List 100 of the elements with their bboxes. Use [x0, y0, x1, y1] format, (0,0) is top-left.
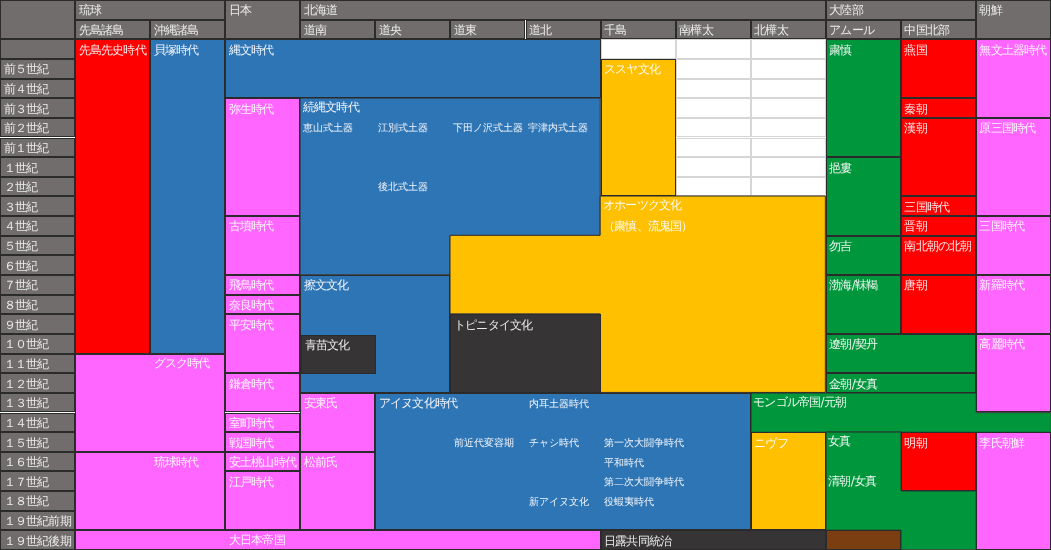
period-label: 女真 [828, 433, 851, 448]
row-header [0, 510, 76, 531]
period-label: 明朝 [904, 435, 927, 450]
column-header [825, 0, 976, 20]
century-label: １６世紀 [3, 455, 49, 470]
century-label: ７世紀 [3, 278, 38, 293]
century-label: ６世紀 [3, 258, 38, 273]
period-label: 弥生時代 [228, 101, 274, 116]
column-header [300, 0, 826, 20]
region-label: アムール [829, 23, 875, 38]
period-label: 遼朝/契丹 [829, 337, 878, 352]
period-box [825, 373, 976, 393]
period-label: 晋朝 [904, 219, 927, 234]
row-header [0, 373, 76, 393]
row-header [0, 98, 76, 118]
period-label: 高麗時代 [979, 337, 1025, 352]
period-label: 擦文文化 [303, 278, 349, 293]
period-label: 大日本帝国 [228, 533, 285, 548]
period-box [225, 314, 301, 374]
column-header [75, 19, 151, 40]
century-label: １０世紀 [3, 337, 49, 352]
period-label: 松前氏 [303, 455, 338, 470]
period-box [300, 275, 451, 393]
region-label: 沖縄諸島 [153, 23, 199, 38]
period-label: 平安時代 [228, 317, 274, 332]
column-header [375, 19, 451, 40]
period-box [300, 392, 376, 452]
period-box [75, 530, 601, 550]
century-label: 前４世紀 [3, 82, 49, 96]
century-label: １３世紀 [3, 396, 49, 411]
row-header [0, 235, 76, 256]
row-header [0, 432, 76, 452]
period-box [301, 334, 377, 375]
period-label: アイヌ文化時代 [378, 395, 458, 410]
period-box [600, 530, 826, 550]
period-label: 古墳時代 [228, 219, 274, 234]
sub-period-label: 第一次大闘争時代 [604, 436, 685, 449]
period-label: 鎌倉時代 [228, 376, 274, 391]
sub-period-label: 前近代変容期 [453, 436, 514, 449]
period-box [225, 39, 601, 99]
century-label: 前５世紀 [3, 62, 49, 77]
period-label: 日露共同統治 [604, 533, 672, 548]
period-label: 青苗文化 [304, 338, 350, 353]
sub-period-label: チャシ時代 [529, 436, 579, 449]
row-header [0, 451, 76, 472]
period-label: 金朝/女真 [829, 376, 878, 391]
row-header [0, 491, 76, 511]
period-label: 琉球時代 [153, 454, 199, 469]
period-box [225, 451, 301, 472]
period-label: 新羅時代 [979, 278, 1025, 293]
period-label: 勿吉 [829, 239, 852, 254]
period-box [75, 353, 226, 452]
column-header [150, 19, 226, 40]
century-label: １９世紀後期 [3, 533, 71, 548]
region-label: 大陸部 [829, 3, 863, 18]
row-header [0, 314, 76, 334]
period-box [825, 275, 901, 334]
period-label: 安東氏 [303, 396, 338, 411]
period-label: 清朝/女真 [828, 474, 877, 489]
period-label: 三国時代 [979, 219, 1025, 234]
row-header [0, 275, 76, 295]
column-header [75, 0, 226, 20]
row-header [0, 58, 76, 79]
period-label: トピニタイ文化 [453, 317, 533, 332]
period-box [225, 216, 301, 275]
period-label: 奈良時代 [228, 298, 274, 313]
row-header [0, 78, 76, 99]
period-label: 渤海/靺鞨 [829, 278, 878, 293]
period-box [225, 275, 301, 295]
period-label: 無文土器時代 [979, 42, 1047, 57]
period-box [225, 432, 301, 452]
period-label: 飛鳥時代 [228, 278, 274, 293]
region-label: 道南 [303, 23, 327, 38]
period-box [900, 216, 976, 236]
period-box [975, 333, 1051, 413]
region-label: 北海道 [303, 3, 338, 18]
period-box [300, 451, 376, 531]
century-label: ４世紀 [3, 219, 38, 234]
column-header [300, 19, 376, 40]
period-label: 漢朝 [904, 121, 927, 136]
century-label: １４世紀 [3, 415, 49, 430]
period-area [750, 392, 1051, 433]
row-header [0, 471, 76, 492]
region-label: 道東 [453, 23, 477, 38]
period-label: 戦国時代 [228, 435, 274, 450]
period-label: ニヴフ [754, 435, 788, 450]
period-box [900, 235, 976, 275]
period-label: 李氏朝鮮 [979, 435, 1025, 450]
period-box [975, 432, 1051, 550]
row-header [0, 216, 76, 236]
period-label: 室町時代 [228, 415, 274, 430]
header-cell [0, 0, 76, 40]
century-label: ３世紀 [3, 199, 38, 214]
century-label: １９世紀前期 [3, 514, 71, 529]
century-label: ５世紀 [3, 239, 38, 254]
region-label: 中国北部 [904, 23, 950, 38]
row-header [0, 255, 76, 275]
period-box [825, 235, 901, 275]
sub-period-label: 平和時代 [604, 456, 645, 469]
period-label: 安土桃山時代 [228, 455, 296, 470]
